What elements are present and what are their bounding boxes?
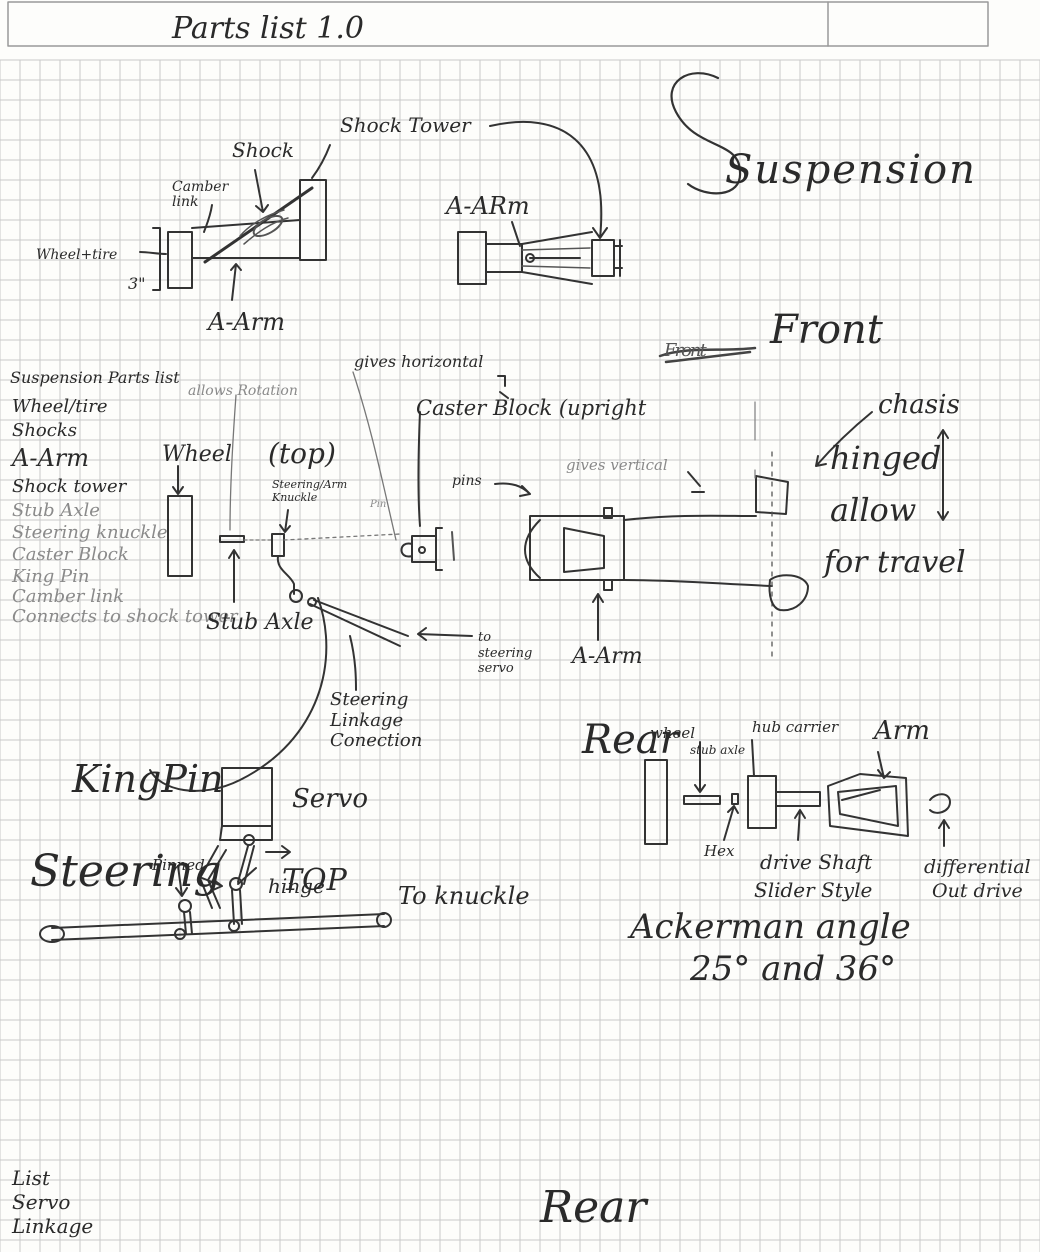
camber-link-label: Camber link bbox=[172, 180, 224, 211]
wheel-tire-label: Wheel+tire bbox=[36, 248, 117, 262]
header-box bbox=[8, 2, 988, 46]
for-travel-label: for travel bbox=[824, 548, 966, 578]
rear-wheel-label: wheel bbox=[650, 726, 695, 741]
king-pin-label: KingPin bbox=[72, 760, 224, 798]
parts-list-item: Caster Block bbox=[12, 546, 238, 568]
wheel-height-label: 3" bbox=[128, 276, 146, 292]
bottom-list-item: Servo bbox=[12, 1192, 93, 1216]
drive-shaft-label: drive Shaft bbox=[760, 852, 872, 872]
to-steering-servo-label: to steering servo bbox=[478, 630, 534, 677]
parts-list: Wheel/tire Shocks A-Arm Shock tower Stub… bbox=[12, 398, 238, 628]
parts-list-item: King Pin bbox=[12, 568, 238, 588]
shock-label: Shock bbox=[232, 140, 294, 160]
pins-label: pins bbox=[452, 474, 482, 488]
servo-label: Servo bbox=[292, 786, 368, 812]
stub-axle-label: Stub Axle bbox=[206, 612, 314, 634]
parts-list-item: Wheel/tire bbox=[12, 398, 238, 422]
out-drive-label: Out drive bbox=[932, 882, 1023, 901]
gives-horizontal-label: gives horizontal bbox=[354, 354, 483, 370]
parts-list-title: Parts list 1.0 bbox=[172, 14, 364, 44]
shock-tower-label: Shock Tower bbox=[340, 115, 471, 135]
hinged-label: hinged bbox=[830, 442, 941, 474]
bottom-list-item: List bbox=[12, 1168, 93, 1192]
rear-arm-label: Arm bbox=[874, 718, 930, 744]
front-a-arm-label: A-Arm bbox=[572, 646, 643, 668]
hex-label: Hex bbox=[704, 844, 734, 859]
bottom-list-item: Linkage bbox=[12, 1216, 93, 1240]
to-knuckle-label: To knuckle bbox=[398, 884, 530, 908]
allows-rotation-label: allows Rotation bbox=[188, 384, 298, 398]
parts-list-item: Stub Axle bbox=[12, 502, 238, 524]
bottom-list: List Servo Linkage bbox=[12, 1168, 93, 1240]
gives-vertical-label: gives vertical bbox=[566, 458, 668, 473]
ackerman-line-2: 25° and 36° bbox=[690, 952, 896, 986]
arm-view-a-arm-label: A-ARm bbox=[446, 194, 530, 218]
top-view-label: (top) bbox=[268, 440, 336, 468]
pin-label: Pin bbox=[370, 500, 386, 510]
shock-view-a-arm-label: A-Arm bbox=[208, 310, 285, 334]
suspension-heading: Suspension bbox=[725, 150, 977, 190]
parts-list-item: Steering knuckle bbox=[12, 524, 238, 546]
front-heading: Front bbox=[770, 310, 883, 350]
hinge-label: hinge bbox=[268, 876, 325, 896]
front-wheel-label: Wheel bbox=[162, 444, 232, 466]
parts-list-item: Shock tower bbox=[12, 478, 238, 502]
differential-label: differential bbox=[924, 858, 1031, 877]
caster-block-label: Caster Block (upright bbox=[416, 398, 646, 419]
pinned-label: Pinned bbox=[152, 858, 205, 873]
parts-list-item: Camber link bbox=[12, 588, 238, 608]
rear-stub-axle-label: stub axle bbox=[690, 744, 745, 756]
parts-list-heading: Suspension Parts list bbox=[10, 370, 180, 386]
front-scribble-label: Front bbox=[664, 342, 705, 360]
steering-linkage-label: Steering Linkage Conection bbox=[330, 690, 480, 752]
chassis-label: chasis bbox=[878, 392, 960, 418]
parts-list-item: Connects to shock tower bbox=[12, 608, 238, 628]
allow-label: allow bbox=[830, 494, 916, 526]
hub-carrier-label: hub carrier bbox=[752, 720, 838, 735]
ackerman-line-1: Ackerman angle bbox=[630, 910, 911, 944]
bottom-rear-label: Rear bbox=[540, 1186, 646, 1230]
slider-style-label: Slider Style bbox=[754, 880, 872, 900]
shock-side-view bbox=[140, 145, 330, 300]
steering-knuckle-label: Steering/Arm Knuckle bbox=[272, 478, 382, 504]
